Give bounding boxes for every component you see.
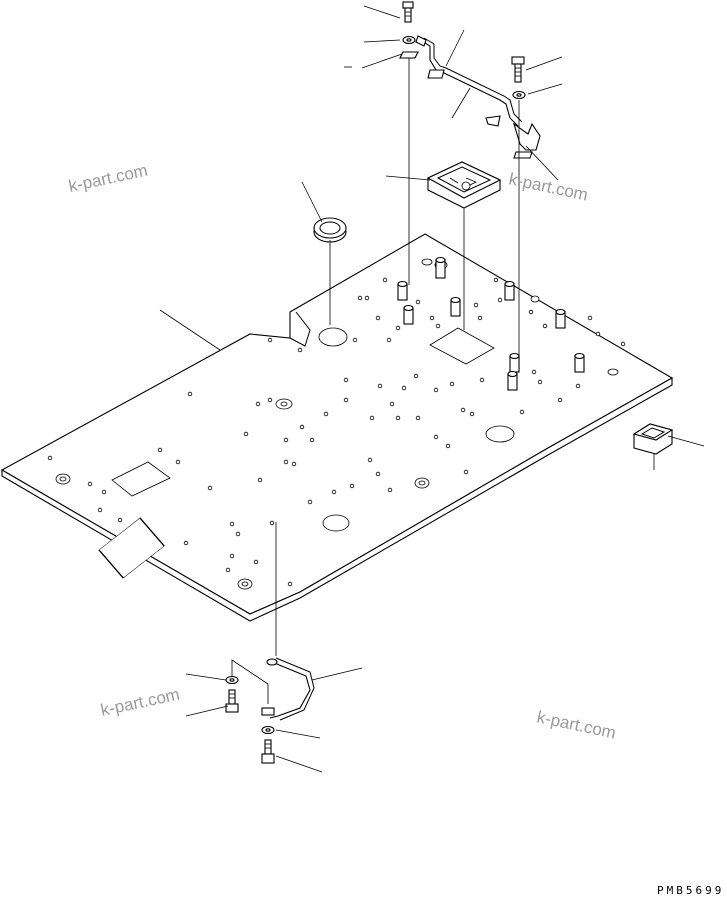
plate-openings <box>55 258 619 590</box>
watermark: k-part.com <box>535 707 617 742</box>
bottom-bolt-right <box>261 739 275 764</box>
watermark: k-part.com <box>507 169 589 204</box>
bottom-washer-left <box>225 675 239 685</box>
assembly-lines <box>231 58 655 704</box>
top-bolt-right <box>511 56 525 83</box>
drawing-code: PMB5699 <box>657 884 724 897</box>
wiring-harness-upper <box>415 35 541 159</box>
clip-left <box>399 51 419 59</box>
plate-standoffs <box>397 256 585 391</box>
watermark: k-part.com <box>67 161 149 196</box>
bottom-washer-right <box>261 725 275 735</box>
grommet-right <box>632 423 674 455</box>
floor-plate <box>0 233 674 622</box>
bottom-bolt-left <box>225 689 239 713</box>
top-washer-right <box>512 90 526 100</box>
grommet-large <box>426 161 502 209</box>
ground-cable-lower <box>261 657 315 721</box>
grommet-small-left <box>313 217 347 243</box>
top-washer-left <box>402 35 416 45</box>
leader-lines <box>159 5 705 773</box>
top-bolt-left <box>402 1 414 23</box>
watermark: k-part.com <box>99 685 181 720</box>
plate-holes <box>47 277 626 587</box>
